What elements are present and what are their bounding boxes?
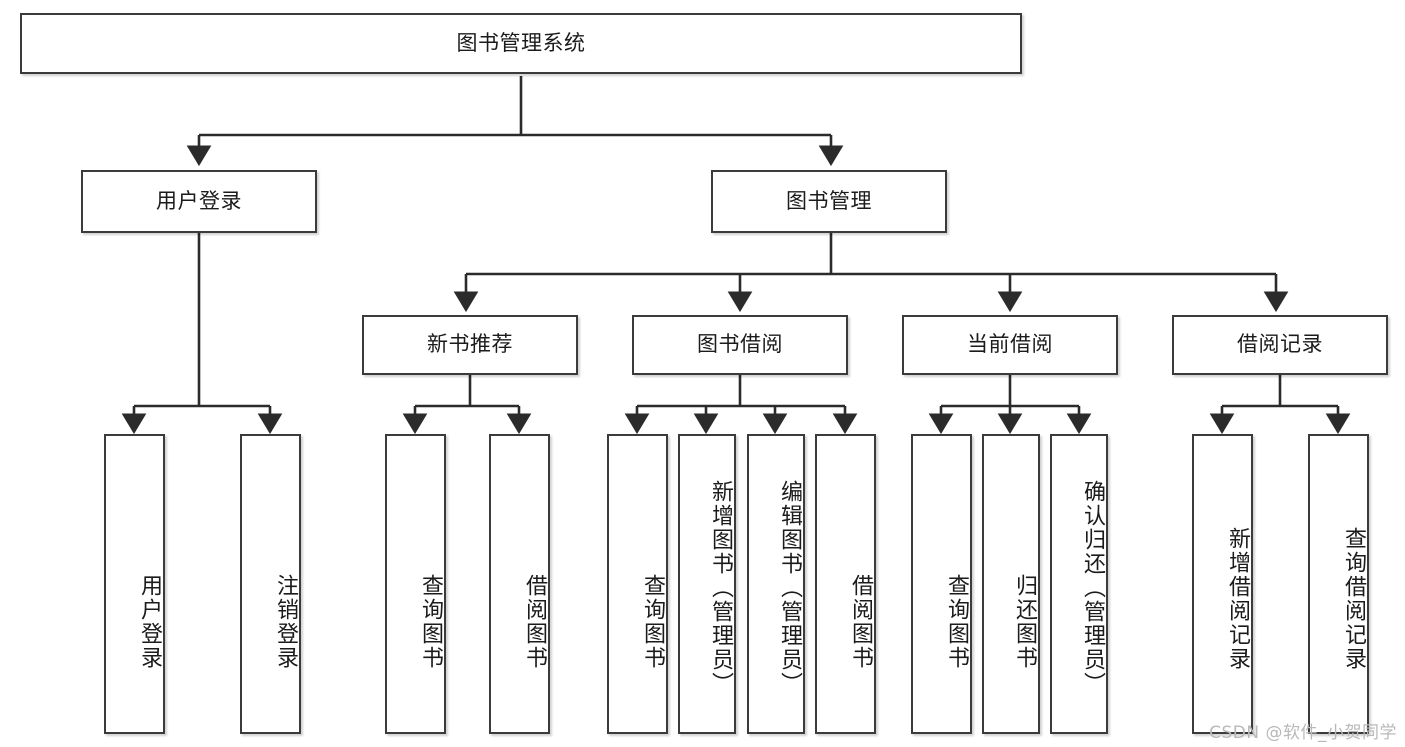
leaf-add-record-label: 新增借阅记录 <box>1225 527 1250 671</box>
csdn-watermark: CSDN @软件_小贺同学 <box>1209 723 1397 743</box>
leaf-edit-book-label: 编辑图书（管理员） <box>777 480 802 696</box>
node-user-login[interactable]: 用户登录 <box>81 170 317 233</box>
node-current-borrow-label: 当前借阅 <box>967 332 1053 357</box>
leaf-query-record[interactable]: 查询借阅记录 <box>1308 434 1369 734</box>
leaf-add-book-label: 新增图书（管理员） <box>708 480 733 696</box>
leaf-user-login-label: 用户登录 <box>137 573 162 670</box>
leaf-borrow-book-1-label: 借阅图书 <box>522 573 547 670</box>
leaf-query-book-3[interactable]: 查询图书 <box>911 434 972 734</box>
node-book-management-label: 图书管理 <box>786 188 872 213</box>
node-borrow-record-label: 借阅记录 <box>1237 332 1323 357</box>
node-borrow-record[interactable]: 借阅记录 <box>1172 315 1388 375</box>
leaf-query-book-1[interactable]: 查询图书 <box>385 434 446 734</box>
leaf-query-book-3-label: 查询图书 <box>944 573 969 670</box>
node-new-book-recommend-label: 新书推荐 <box>427 332 513 357</box>
leaf-user-login[interactable]: 用户登录 <box>104 434 165 734</box>
leaf-confirm-return[interactable]: 确认归还（管理员） <box>1050 434 1108 734</box>
leaf-query-book-1-label: 查询图书 <box>418 573 443 670</box>
leaf-user-logout-label: 注销登录 <box>273 573 298 670</box>
leaf-borrow-book-2-label: 借阅图书 <box>848 573 873 670</box>
leaf-borrow-book-2[interactable]: 借阅图书 <box>815 434 876 734</box>
leaf-return-book[interactable]: 归还图书 <box>982 434 1040 734</box>
node-root[interactable]: 图书管理系统 <box>20 13 1022 74</box>
node-book-borrow-label: 图书借阅 <box>697 332 783 357</box>
node-user-login-label: 用户登录 <box>156 188 242 213</box>
node-root-label: 图书管理系统 <box>456 30 586 55</box>
leaf-borrow-book-1[interactable]: 借阅图书 <box>489 434 550 734</box>
node-book-management[interactable]: 图书管理 <box>711 170 947 233</box>
leaf-query-book-2-label: 查询图书 <box>640 573 665 670</box>
leaf-query-book-2[interactable]: 查询图书 <box>607 434 668 734</box>
leaf-return-book-label: 归还图书 <box>1012 573 1037 670</box>
leaf-add-record[interactable]: 新增借阅记录 <box>1192 434 1253 734</box>
leaf-confirm-return-label: 确认归还（管理员） <box>1080 480 1105 696</box>
leaf-edit-book[interactable]: 编辑图书（管理员） <box>747 434 805 734</box>
node-current-borrow[interactable]: 当前借阅 <box>902 315 1118 375</box>
leaf-add-book[interactable]: 新增图书（管理员） <box>678 434 736 734</box>
leaf-user-logout[interactable]: 注销登录 <box>240 434 301 734</box>
node-new-book-recommend[interactable]: 新书推荐 <box>362 315 578 375</box>
leaf-query-record-label: 查询借阅记录 <box>1341 527 1366 671</box>
node-book-borrow[interactable]: 图书借阅 <box>632 315 848 375</box>
